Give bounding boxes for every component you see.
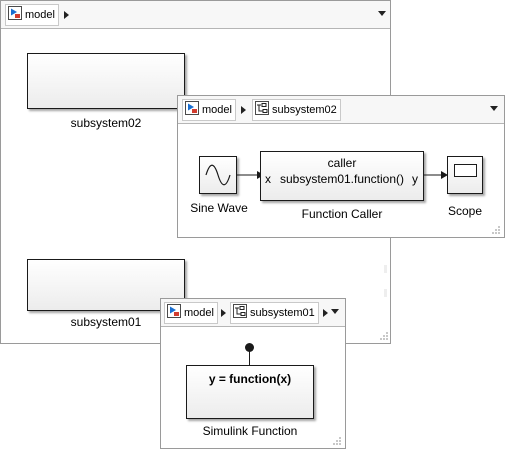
subsystem01-block[interactable]: [27, 259, 185, 311]
chevron-down-icon[interactable]: [331, 309, 339, 314]
trigger-port-dot: [245, 343, 254, 352]
model-icon: [185, 101, 199, 118]
sine-wave-block[interactable]: [199, 156, 237, 194]
subsystem-icon: [232, 304, 247, 321]
sine-wave-icon: [205, 164, 231, 186]
breadcrumb-subsystem02-label: subsystem02: [271, 103, 337, 116]
breadcrumb-model-label: model: [25, 8, 55, 21]
function-caller-label: Function Caller: [301, 207, 383, 221]
resize-grip[interactable]: [380, 332, 390, 342]
breadcrumb-subsystem01[interactable]: subsystem01: [229, 301, 319, 324]
breadcrumb-subsystem02[interactable]: subsystem02: [251, 98, 341, 121]
model-toolbar: model: [1, 1, 390, 29]
caller-in-port: x: [265, 172, 271, 186]
scope-screen-icon: [454, 164, 477, 177]
breadcrumb-model[interactable]: model: [164, 301, 218, 324]
breadcrumb-model-label: model: [184, 306, 214, 319]
simulink-function-block[interactable]: y = function(x): [186, 365, 314, 419]
signal-line: [424, 171, 448, 179]
chevron-right-icon: [240, 105, 246, 114]
model-icon: [167, 304, 181, 321]
breadcrumb-subsystem01-label: subsystem01: [249, 306, 315, 319]
subsystem01-window: model subsystem01 y = function(x) Simuli…: [160, 298, 346, 449]
simulink-function-label: Simulink Function: [202, 424, 298, 438]
sine-wave-label: Sine Wave: [190, 201, 248, 215]
scroll-hint: [384, 289, 387, 297]
scroll-hint: [384, 265, 387, 273]
subsystem02-block[interactable]: [27, 53, 185, 109]
chevron-right-icon: [322, 308, 328, 317]
caller-out-port: y: [412, 172, 418, 186]
trigger-port-line: [249, 349, 250, 365]
subsystem01-label: subsystem01: [70, 315, 142, 329]
function-caller-block[interactable]: caller x subsystem01.function() y: [260, 151, 424, 201]
chevron-right-icon: [63, 10, 69, 19]
scope-label: Scope: [447, 204, 483, 218]
resize-grip[interactable]: [333, 437, 343, 447]
breadcrumb-model[interactable]: model: [182, 98, 236, 121]
caller-title: caller: [327, 156, 357, 170]
subsystem-icon: [254, 101, 269, 118]
chevron-down-icon[interactable]: [490, 106, 498, 111]
chevron-down-icon[interactable]: [378, 11, 386, 16]
subsystem02-toolbar: model subsystem02: [178, 96, 504, 124]
model-icon: [8, 6, 22, 23]
resize-grip[interactable]: [492, 226, 502, 236]
caller-call-text: subsystem01.function(): [279, 172, 405, 186]
scope-block[interactable]: [447, 156, 483, 194]
subsystem02-label: subsystem02: [70, 116, 142, 130]
subsystem01-toolbar: model subsystem01: [161, 299, 345, 327]
breadcrumb-model[interactable]: model: [5, 3, 59, 26]
chevron-right-icon: [220, 308, 226, 317]
subsystem02-window: model subsystem02 Sine Wave caller x sub…: [177, 95, 505, 238]
breadcrumb-model-label: model: [202, 103, 232, 116]
function-title: y = function(x): [208, 372, 292, 386]
